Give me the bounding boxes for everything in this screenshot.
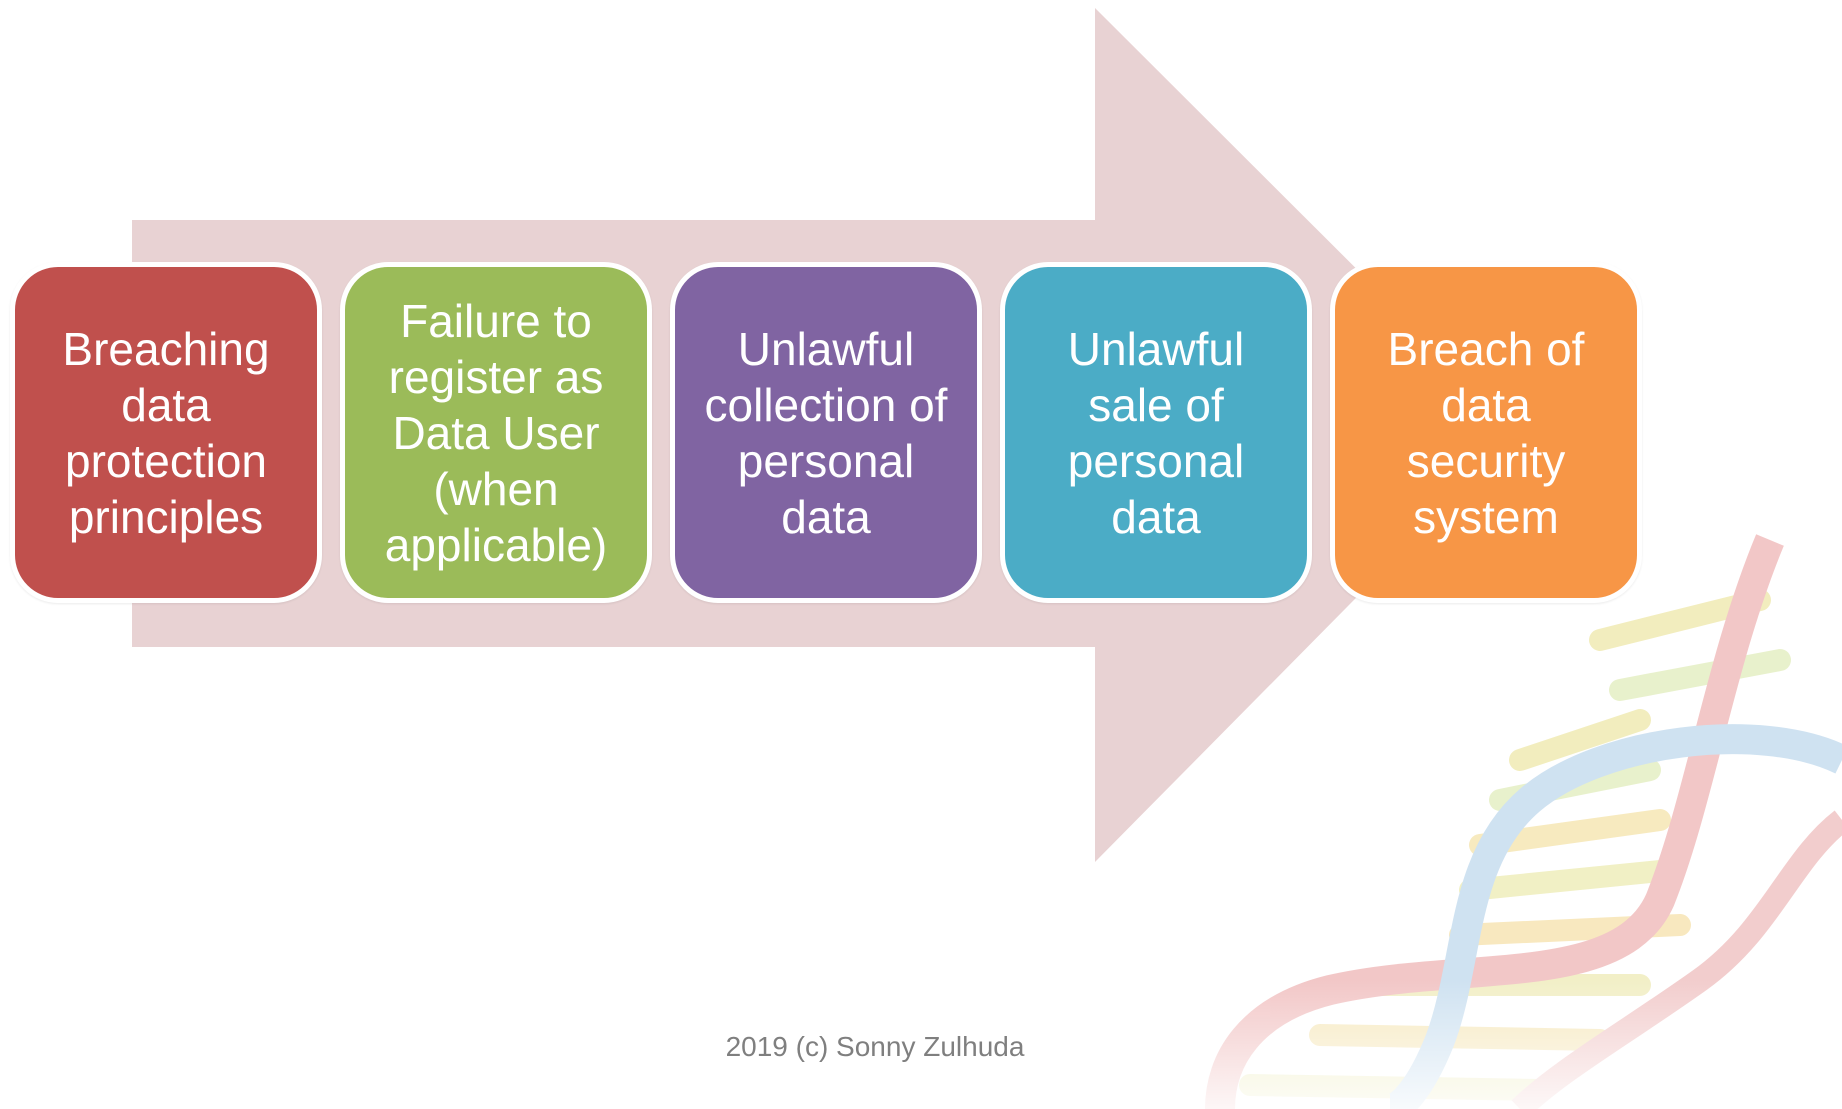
step-box-failure-to-register: Failure to register as Data User (when a… (340, 262, 652, 603)
step-label: Unlawful collection of personal data (704, 322, 948, 543)
step-box-breach-security: Breach of data security system (1330, 262, 1642, 603)
step-label: Failure to register as Data User (when a… (384, 294, 608, 571)
footer-copyright: 2019 (c) Sonny Zulhuda (725, 1031, 1025, 1062)
step-label: Breach of data security system (1387, 322, 1585, 543)
step-label: Unlawful sale of personal data (1067, 322, 1245, 543)
step-label: Breaching data protection principles (62, 322, 270, 543)
step-box-unlawful-sale: Unlawful sale of personal data (1000, 262, 1312, 603)
step-box-breaching-principles: Breaching data protection principles (10, 262, 322, 603)
step-box-unlawful-collection: Unlawful collection of personal data (670, 262, 982, 603)
